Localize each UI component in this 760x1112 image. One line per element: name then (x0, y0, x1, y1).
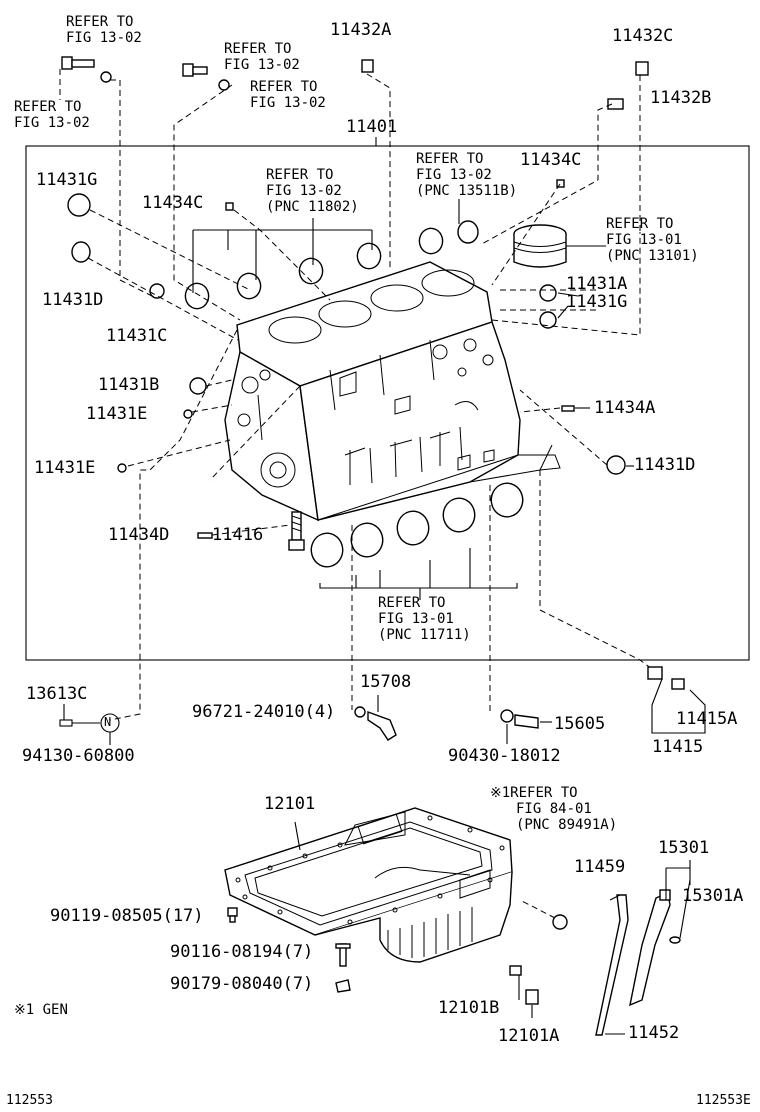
part-11432a: 11432A (330, 20, 392, 40)
piston (513, 224, 606, 268)
part-90179-08040: 90179-08040(7) (170, 974, 314, 994)
part-11416: 11416 (212, 525, 264, 545)
part-12101a: 12101A (498, 1026, 560, 1046)
part-11431d-right: 11431D (634, 455, 696, 475)
part-11431b: 11431B (98, 375, 160, 395)
pan-fasteners (227, 907, 568, 1018)
dashed-leaders (59, 69, 657, 919)
part-90119-08505: 90119-08505(17) (50, 906, 204, 926)
part-11459: 11459 (574, 857, 626, 877)
ref-brackets (192, 199, 634, 467)
part-15301a: 15301A (682, 886, 744, 906)
oil-dipstick (595, 860, 691, 1036)
part-11452: 11452 (628, 1023, 680, 1043)
part-94130-60800: 94130-60800 (22, 746, 135, 766)
part-11432b: 11432B (650, 88, 712, 108)
part-90430-18012: 90430-18012 (448, 746, 561, 766)
part-11415: 11415 (652, 737, 704, 757)
lower-fasteners (59, 666, 706, 745)
part-12101: 12101 (264, 794, 316, 814)
main-bearings (310, 482, 524, 600)
cylinder-block (224, 261, 561, 522)
part-13613c: 13613C (26, 684, 88, 704)
part-11401: 11401 (346, 117, 398, 137)
oil-pan (224, 807, 513, 963)
part-11431c: 11431C (106, 326, 168, 346)
part-96721-24010: 96721-24010(4) (192, 702, 336, 722)
part-15708: 15708 (360, 672, 412, 692)
part-11431a: 11431A (566, 274, 628, 294)
bolts-top (61, 56, 649, 110)
part-11431g-right: 11431G (566, 292, 628, 312)
footer-right-id: 112553E (696, 1093, 751, 1108)
part-90116-08194: 90116-08194(7) (170, 942, 314, 962)
part-11434c-right: 11434C (520, 150, 582, 170)
part-12101b: 12101B (438, 998, 500, 1018)
footnote-gen: ※1 GEN (14, 1002, 68, 1018)
part-11431e-upper: 11431E (86, 404, 148, 424)
part-11434c-left: 11434C (142, 193, 204, 213)
part-15605: 15605 (554, 714, 606, 734)
part-11434a: 11434A (594, 398, 656, 418)
plugs (67, 179, 626, 539)
bolt-11416 (288, 511, 305, 551)
part-11415a: 11415A (676, 709, 738, 729)
assembly-frame (25, 145, 750, 661)
part-11432c: 11432C (612, 26, 674, 46)
part-11434d: 11434D (108, 525, 170, 545)
part-11431d-left: 11431D (42, 290, 104, 310)
part-15301: 15301 (658, 838, 710, 858)
part-11431g-left: 11431G (36, 170, 98, 190)
footer-left-id: 112553 (6, 1093, 53, 1108)
cam-bearings (184, 227, 444, 310)
part-11431e-lower: 11431E (34, 458, 96, 478)
circle-n-mark: N (104, 715, 112, 729)
